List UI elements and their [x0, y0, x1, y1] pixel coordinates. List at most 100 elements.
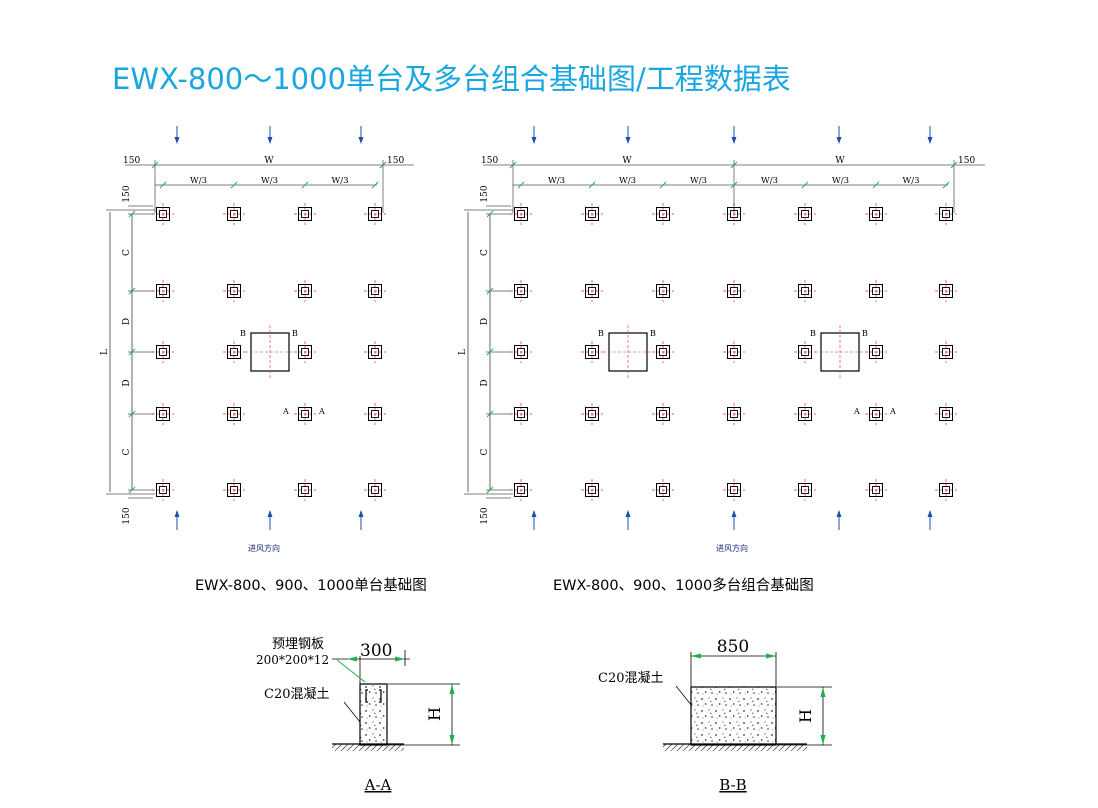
- dim-w3-label: W/3: [331, 176, 348, 186]
- pier-outer: [368, 284, 382, 298]
- pier-inner: [230, 348, 238, 356]
- pier-inner: [301, 287, 309, 295]
- pier-inner: [872, 287, 880, 295]
- airflow-arrow-bottom-head: [731, 510, 737, 517]
- dim-l-label: L: [458, 349, 468, 355]
- pier-inner: [517, 210, 525, 218]
- pier-inner: [588, 348, 596, 356]
- dim-w3-label: W/3: [261, 176, 278, 186]
- dim-tick-w3: [159, 181, 167, 189]
- dim-tick-row: [486, 287, 494, 295]
- pier-outer: [585, 207, 599, 221]
- dim-tick-w3: [872, 181, 880, 189]
- pier-outer: [656, 345, 670, 359]
- pier-outer: [368, 207, 382, 221]
- airflow-arrow-bottom-head: [358, 510, 364, 517]
- airflow-label: 进风方向: [716, 543, 748, 553]
- dim-tick-w: [379, 161, 387, 169]
- concrete-label-a: C20混凝土: [264, 686, 330, 702]
- pier-outer: [156, 483, 170, 497]
- pier-outer: [298, 345, 312, 359]
- section-mark-a: A: [853, 407, 860, 416]
- pier-outer: [368, 483, 382, 497]
- pier-inner: [230, 210, 238, 218]
- pier-inner: [301, 410, 309, 418]
- pier-inner: [659, 348, 667, 356]
- dim-tick-w: [509, 161, 517, 169]
- single-unit-caption: EWX-800、900、1000单台基础图: [195, 578, 427, 594]
- width-arrow-left-b: [691, 653, 701, 659]
- pier-inner: [872, 210, 880, 218]
- pier-outer: [798, 483, 812, 497]
- height-dim-h: H: [425, 707, 444, 721]
- pier-outer: [869, 345, 883, 359]
- dim-margin-right: 150: [387, 156, 404, 166]
- pier-outer: [939, 284, 953, 298]
- dim-margin-right: 150: [958, 156, 975, 166]
- pier-inner: [371, 287, 379, 295]
- dim-w3-label: W/3: [902, 176, 919, 186]
- airflow-arrow-bottom-head: [531, 510, 537, 517]
- pier-outer: [869, 407, 883, 421]
- dim-tick-row: [486, 486, 494, 494]
- dim-l-label: L: [100, 349, 110, 355]
- pier-inner: [371, 486, 379, 494]
- dim-d-label: D: [122, 318, 132, 325]
- pier-inner: [659, 410, 667, 418]
- airflow-arrow-bottom-head: [174, 510, 180, 517]
- dim-w3-label: W/3: [548, 176, 565, 186]
- section-mark-a: A: [282, 407, 289, 416]
- pier-inner: [801, 410, 809, 418]
- pier-inner: [801, 287, 809, 295]
- pier-outer: [585, 483, 599, 497]
- height-arrow-top: [449, 684, 455, 694]
- dim-margin-top: 150: [122, 185, 132, 202]
- section-mark-b: B: [598, 329, 604, 338]
- embedded-plate-symbol: [365, 689, 382, 703]
- section-b-b-detail: 850 C20混凝土 H B-B: [598, 637, 832, 794]
- airflow-arrow-top-head: [836, 137, 842, 144]
- pier-outer: [939, 207, 953, 221]
- pier-inner: [872, 486, 880, 494]
- concrete-leader-a: [343, 701, 361, 723]
- pier-concrete-a: [359, 683, 388, 746]
- dim-c-label: C: [122, 448, 132, 455]
- pier-outer: [227, 483, 241, 497]
- pier-inner: [517, 486, 525, 494]
- pier-outer: [798, 284, 812, 298]
- pier-inner: [517, 348, 525, 356]
- pier-outer: [514, 345, 528, 359]
- dim-tick-w3: [371, 181, 379, 189]
- pier-inner: [659, 287, 667, 295]
- pier-outer: [656, 284, 670, 298]
- pier-inner: [301, 210, 309, 218]
- pier-inner: [730, 287, 738, 295]
- section-a-a-title: A-A: [364, 776, 392, 794]
- pier-outer: [298, 407, 312, 421]
- airflow-arrow-top-head: [531, 137, 537, 144]
- plate-label: 预埋钢板: [272, 637, 324, 652]
- pier-outer: [727, 284, 741, 298]
- plate-leader: [336, 659, 366, 683]
- pier-concrete-b: [690, 686, 777, 746]
- dim-d-label: D: [122, 379, 132, 386]
- pier-inner: [588, 410, 596, 418]
- dim-tick-row: [486, 210, 494, 218]
- dim-c-label: C: [122, 249, 132, 256]
- dim-tick-w3: [659, 181, 667, 189]
- pier-inner: [942, 486, 950, 494]
- dim-tick-w3: [301, 181, 309, 189]
- pier-inner: [371, 348, 379, 356]
- pier-inner: [371, 410, 379, 418]
- pier-outer: [656, 207, 670, 221]
- dim-w3-label: W/3: [832, 176, 849, 186]
- pier-outer: [156, 207, 170, 221]
- airflow-arrow-top-head: [358, 137, 364, 144]
- dim-margin-left: 150: [123, 156, 140, 166]
- pier-outer: [727, 345, 741, 359]
- dim-c-label: C: [480, 448, 490, 455]
- section-mark-b: B: [810, 329, 816, 338]
- dim-tick-w3: [801, 181, 809, 189]
- section-a-a-detail: 300 预埋钢板 200*200*12 C20混凝土 H A-A: [256, 637, 460, 794]
